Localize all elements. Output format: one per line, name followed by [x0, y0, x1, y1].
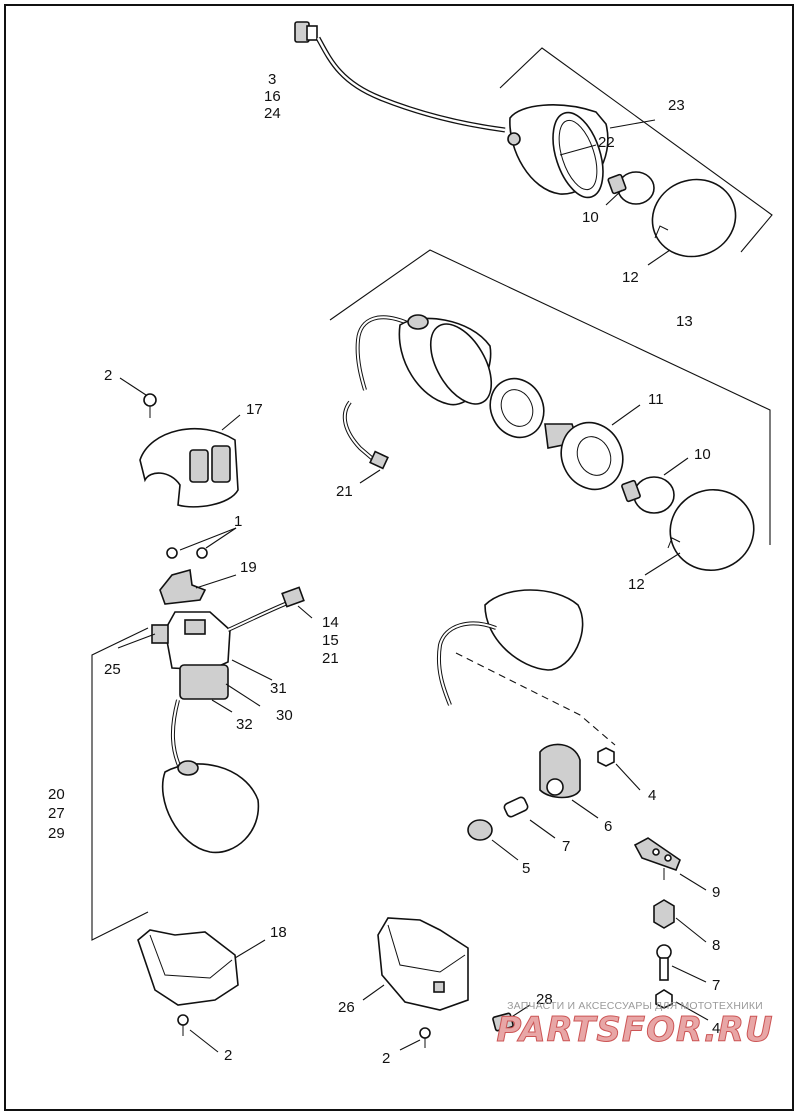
callout-29: 29 — [48, 825, 65, 842]
callout-6: 6 — [604, 818, 612, 835]
callout-27: 27 — [48, 805, 65, 822]
callout-2-top: 2 — [104, 367, 112, 384]
callout-10-top: 10 — [582, 209, 599, 226]
callout-25: 25 — [104, 661, 121, 678]
middle-turn-signal-assembly — [329, 249, 771, 572]
switch-housing-assembly — [91, 393, 305, 941]
watermark-tagline: ЗАПЧАСТИ И АКСЕССУАРЫ ДЛЯ МОТОТЕХНИКИ — [507, 1000, 763, 1012]
lower-switch-housing — [137, 929, 239, 1006]
reflector-ring — [560, 421, 624, 491]
adapter-nut — [653, 899, 675, 929]
gasket — [489, 377, 545, 439]
callout-7-upper: 7 — [562, 838, 570, 855]
leader-lines — [117, 119, 709, 1053]
top-turn-signal-assembly — [294, 21, 773, 258]
callout-30: 30 — [276, 707, 293, 724]
callout-13: 13 — [676, 313, 693, 330]
callout-31: 31 — [270, 680, 287, 697]
callout-2-lower-center: 2 — [382, 1050, 390, 1067]
callout-1: 1 — [234, 513, 242, 530]
callout-16: 16 — [264, 88, 281, 105]
connector-small — [369, 450, 389, 470]
screw-lower-center — [419, 1027, 431, 1039]
callout-2-lower-left: 2 — [224, 1047, 232, 1064]
callout-11: 11 — [648, 391, 664, 408]
lens-middle — [669, 488, 755, 572]
callout-5: 5 — [522, 860, 530, 877]
diagram-frame — [4, 4, 794, 1111]
stud-ball — [656, 944, 672, 960]
clip — [492, 1012, 514, 1032]
callout-12-middle: 12 — [628, 576, 645, 593]
stud-shaft — [659, 957, 669, 981]
callout-14: 14 — [322, 614, 339, 631]
mount-hardware — [437, 589, 681, 1009]
watermark: ЗАПЧАСТИ И АКСЕССУАРЫ ДЛЯ МОТОТЕХНИКИ PA… — [476, 1000, 794, 1050]
callout-21-middle: 21 — [336, 483, 353, 500]
watermark-logo: PARTSFOR.RU — [496, 1010, 774, 1050]
screw-1b — [196, 547, 208, 559]
signal-housing-lower — [161, 763, 260, 854]
callout-23: 23 — [668, 97, 685, 114]
lens-top — [651, 178, 737, 258]
screw-lower-left — [177, 1014, 189, 1026]
callout-3: 3 — [268, 71, 276, 88]
screw-top — [143, 393, 157, 407]
callout-7-lower: 7 — [712, 977, 720, 994]
callout-10-middle: 10 — [694, 446, 711, 463]
signal-housing-right — [484, 589, 584, 671]
screw-1a — [166, 547, 178, 559]
callout-26: 26 — [338, 999, 355, 1016]
nut-upper — [597, 747, 615, 767]
mount-boss — [507, 132, 521, 146]
mount-housing — [377, 917, 469, 1011]
callout-18: 18 — [270, 924, 287, 941]
set-screw-upper — [503, 796, 529, 818]
wire-harness — [315, 36, 506, 133]
switch-body — [164, 611, 231, 671]
switch-lever — [151, 624, 169, 644]
callout-32: 32 — [236, 716, 253, 733]
switch-connector — [281, 586, 305, 608]
callout-4-upper: 4 — [648, 787, 656, 804]
callout-22: 22 — [598, 134, 615, 151]
switch-module — [179, 664, 229, 700]
callout-12-top: 12 — [622, 269, 639, 286]
signal-bezel-top — [552, 111, 604, 199]
callout-8: 8 — [712, 937, 720, 954]
callout-20: 20 — [48, 786, 65, 803]
connector-body — [306, 25, 318, 41]
callout-21-lower: 21 — [322, 650, 339, 667]
lower-housings — [137, 917, 514, 1048]
nut-lower — [655, 989, 673, 1009]
grommet — [467, 819, 493, 841]
callout-9: 9 — [712, 884, 720, 901]
callout-4-lower: 4 — [712, 1020, 720, 1037]
callout-19: 19 — [240, 559, 257, 576]
callout-15: 15 — [322, 632, 339, 649]
callout-17: 17 — [246, 401, 263, 418]
callout-labels: 3 16 24 23 22 10 12 13 11 10 12 21 2 17 … — [48, 71, 720, 1067]
callout-24: 24 — [264, 105, 281, 122]
callout-28: 28 — [536, 991, 553, 1008]
